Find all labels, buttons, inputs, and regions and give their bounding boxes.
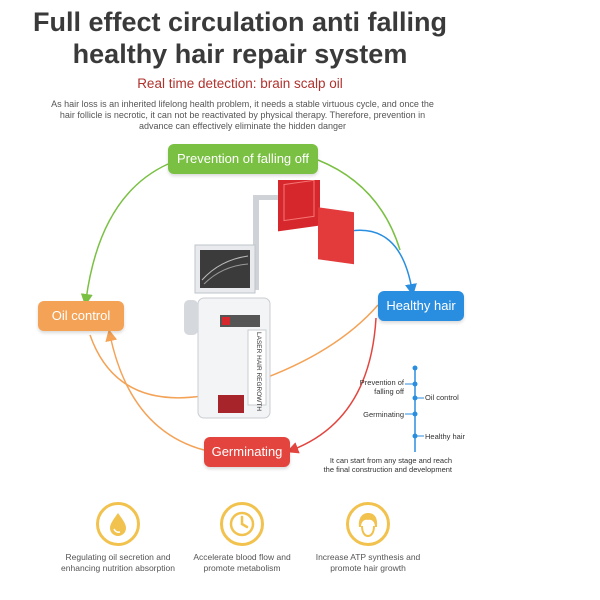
timeline-item-germinating: Germinating	[363, 410, 404, 419]
feature-text-blood: Accelerate blood flow and promote metabo…	[193, 552, 291, 573]
laser-panel	[278, 180, 354, 265]
stage-germinating: Germinating	[204, 437, 290, 467]
timeline-note: It can start from any stage and reach th…	[323, 456, 452, 474]
clock-icon	[220, 502, 264, 546]
arc-green-right	[317, 159, 401, 251]
main-title-line2: healthy hair repair system	[72, 39, 408, 69]
arc-orange	[105, 329, 205, 451]
intro-text: As hair loss is an inherited lifelong he…	[51, 99, 434, 131]
timeline-item-healthy: Healthy hair	[425, 432, 466, 441]
feature-text-atp: Increase ATP synthesis and promote hair …	[315, 552, 421, 573]
main-title-line1: Full effect circulation anti falling	[32, 7, 448, 37]
stage-prevention: Prevention of falling off	[168, 144, 318, 174]
timeline-item-prevention: Prevention of falling off	[359, 378, 404, 396]
timeline-item-oil: Oil control	[425, 393, 459, 402]
arc-red	[286, 317, 377, 454]
arc-green	[80, 163, 169, 306]
feature-text-oil: Regulating oil secretion and enhancing n…	[61, 552, 175, 573]
arc-blue	[344, 229, 417, 296]
subtitle: Real time detection: brain scalp oil	[137, 76, 343, 91]
hair-head-icon	[346, 502, 390, 546]
oil-drop-icon	[96, 502, 140, 546]
machine-side-label: LASER HAIR REGROWTH	[255, 332, 262, 411]
stage-oil-control: Oil control	[38, 301, 124, 331]
laser-machine-illustration: LASER HAIR REGROWTH	[184, 180, 354, 419]
stage-healthy-hair: Healthy hair	[378, 291, 464, 321]
